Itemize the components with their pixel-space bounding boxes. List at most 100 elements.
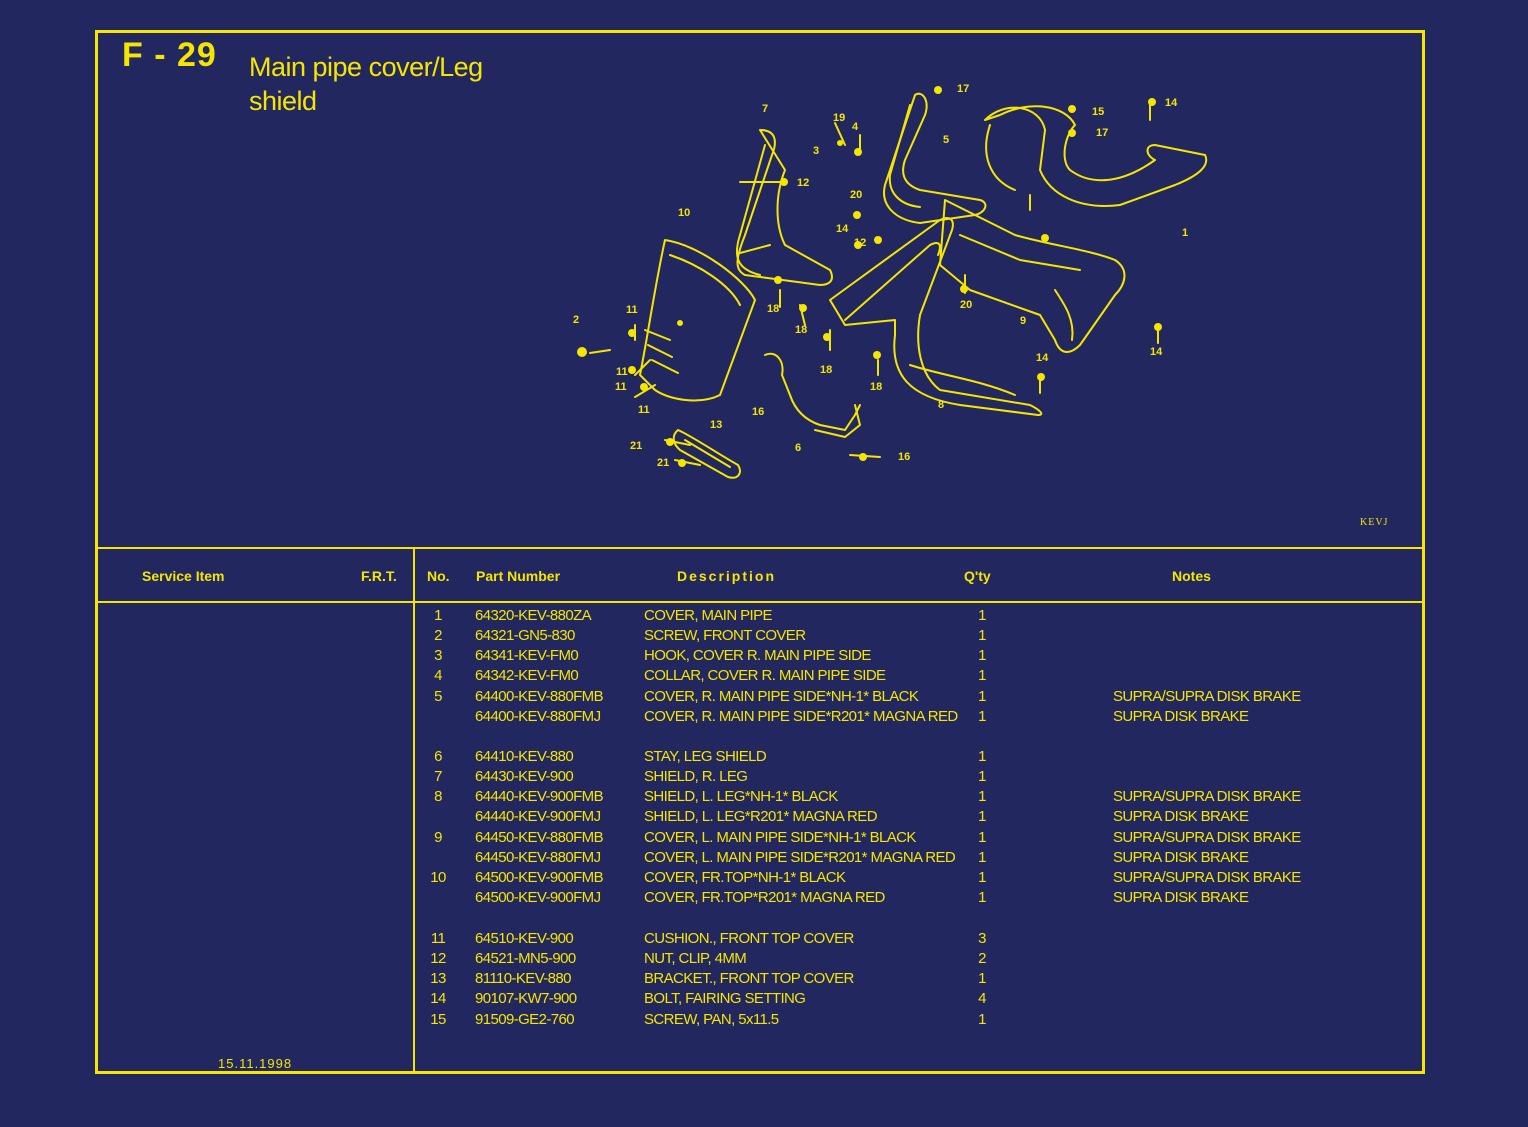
row-no: 9 [434,829,442,846]
row-part-number: 64450-KEV-880FMJ [475,849,601,866]
row-no: 15 [430,1011,446,1028]
row-no: 5 [434,688,442,705]
row-part-number: 64521-MN5-900 [475,950,576,967]
svg-text:18: 18 [870,381,882,393]
svg-text:14: 14 [836,223,849,235]
reference-code: KEVJ [1360,517,1389,528]
row-qty: 1 [978,1011,986,1028]
svg-text:18: 18 [767,303,779,315]
row-qty: 1 [978,647,986,664]
row-no: 7 [434,768,442,785]
row-description: BRACKET., FRONT TOP COVER [644,970,854,987]
row-no: 8 [434,788,442,805]
svg-text:17: 17 [1096,127,1108,139]
svg-text:18: 18 [820,364,832,376]
table-top-rule [95,547,1425,549]
row-no: 6 [434,748,442,765]
row-part-number: 64400-KEV-880FMJ [475,708,601,725]
svg-text:11: 11 [615,381,627,393]
svg-text:18: 18 [795,324,807,336]
row-no: 3 [434,647,442,664]
column-divider [413,548,415,1074]
row-no: 13 [430,970,446,987]
row-description: COVER, FR.TOP*NH-1* BLACK [644,869,846,886]
row-description: COVER, FR.TOP*R201* MAGNA RED [644,889,885,906]
row-part-number: 64450-KEV-880FMB [475,829,604,846]
row-description: SCREW, PAN, 5x11.5 [644,1011,779,1028]
row-description: COVER, L. MAIN PIPE SIDE*NH-1* BLACK [644,829,916,846]
svg-text:21: 21 [630,440,642,452]
row-qty: 1 [978,788,986,805]
svg-text:19: 19 [833,112,845,124]
row-part-number: 64510-KEV-900 [475,930,574,947]
header-part-number: Part Number [476,568,561,584]
svg-text:14: 14 [1165,97,1178,109]
row-part-number: 64400-KEV-880FMB [475,688,604,705]
row-description: COVER, MAIN PIPE [644,607,773,624]
row-description: COVER, R. MAIN PIPE SIDE*NH-1* BLACK [644,688,919,705]
row-qty: 2 [978,950,986,967]
row-part-number: 64440-KEV-900FMB [475,788,604,805]
svg-text:3: 3 [813,145,819,157]
svg-text:11: 11 [616,366,628,378]
revision-date: 15.11.1998 [218,1056,293,1071]
header-bottom-rule [95,601,1425,603]
row-qty: 1 [978,627,986,644]
row-description: COLLAR, COVER R. MAIN PIPE SIDE [644,667,886,684]
row-qty: 1 [978,667,986,684]
row-description: COVER, L. MAIN PIPE SIDE*R201* MAGNA RED [644,849,956,866]
row-description: NUT, CLIP, 4MM [644,950,747,967]
svg-text:12: 12 [797,177,809,189]
row-notes: SUPRA DISK BRAKE [1113,849,1249,866]
row-part-number: 64430-KEV-900 [475,768,574,785]
svg-text:12: 12 [854,237,866,249]
title-line-2: shield [249,86,317,116]
svg-text:14: 14 [1150,346,1163,358]
svg-text:7: 7 [762,103,768,115]
header-frt: F.R.T. [361,568,397,584]
row-part-number: 64341-KEV-FM0 [475,647,579,664]
svg-text:20: 20 [960,299,972,311]
header-notes: Notes [1172,568,1211,584]
row-no: 10 [430,869,446,886]
row-qty: 3 [978,930,986,947]
svg-text:5: 5 [943,134,949,146]
row-no: 1 [434,607,442,624]
page-title: Main pipe cover/Leg shield [249,50,483,118]
row-qty: 1 [978,869,986,886]
row-part-number: 64500-KEV-900FMB [475,869,604,886]
row-qty: 1 [978,808,986,825]
row-part-number: 81110-KEV-880 [475,970,571,987]
row-no: 11 [430,930,446,947]
row-description: STAY, LEG SHIELD [644,748,767,765]
sheet-frame [95,30,1425,1074]
row-qty: 1 [978,829,986,846]
row-no: 4 [434,667,442,684]
svg-text:14: 14 [1036,352,1049,364]
row-no: 2 [434,627,442,644]
title-line-1: Main pipe cover/Leg [249,52,483,82]
row-qty: 1 [978,708,986,725]
row-description: HOOK, COVER R. MAIN PIPE SIDE [644,647,871,664]
row-part-number: 64440-KEV-900FMJ [475,808,601,825]
row-part-number: 64500-KEV-900FMJ [475,889,601,906]
row-description: BOLT, FAIRING SETTING [644,990,806,1007]
figure-code: F - 29 [122,36,217,74]
row-description: COVER, R. MAIN PIPE SIDE*R201* MAGNA RED [644,708,958,725]
svg-text:11: 11 [638,404,650,416]
row-part-number: 64342-KEV-FM0 [475,667,579,684]
row-description: CUSHION., FRONT TOP COVER [644,930,854,947]
row-notes: SUPRA DISK BRAKE [1113,708,1249,725]
row-qty: 1 [978,889,986,906]
row-qty: 1 [978,768,986,785]
svg-text:16: 16 [752,406,764,418]
svg-text:2: 2 [573,314,579,326]
row-qty: 1 [978,849,986,866]
svg-text:16: 16 [898,451,910,463]
row-notes: SUPRA DISK BRAKE [1113,808,1249,825]
svg-text:4: 4 [852,121,859,133]
row-qty: 1 [978,607,986,624]
svg-text:10: 10 [678,207,690,219]
row-description: SHIELD, L. LEG*NH-1* BLACK [644,788,838,805]
